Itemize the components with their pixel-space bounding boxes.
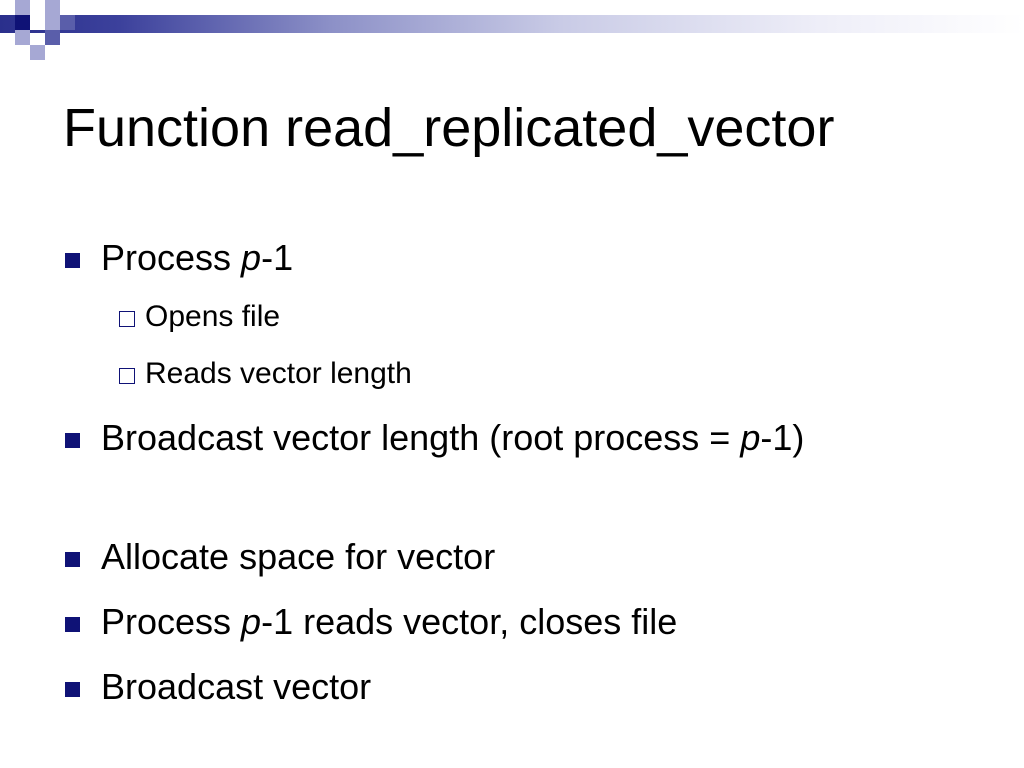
header-square [15,0,30,15]
filled-square-bullet-icon [65,617,80,632]
filled-square-bullet-icon [65,253,80,268]
header-square [30,45,45,60]
header-square [45,30,60,45]
filled-square-bullet-icon [65,552,80,567]
header-square [15,30,30,45]
sub-bullet-text: Opens file [145,300,281,333]
header-square [30,0,45,15]
header-square [0,0,15,15]
header-square [45,15,60,30]
hollow-square-bullet-icon [119,368,135,384]
header-gradient-bar [0,15,1024,33]
filled-square-bullet-icon [65,682,80,697]
bullet-text: Allocate space for vector [101,536,496,577]
header-square [45,0,60,15]
bullet-text: Process p-1 [101,237,294,278]
header-square [60,15,75,30]
bullet-text: Process p-1 reads vector, closes file [101,601,678,642]
filled-square-bullet-icon [65,433,80,448]
sub-bullet-text: Reads vector length [145,357,412,390]
header-square [15,15,30,30]
bullet-text: Broadcast vector length (root process = … [101,417,805,458]
hollow-square-bullet-icon [119,311,135,327]
slide-title: Function read_replicated_vector [63,98,835,158]
bullet-text: Broadcast vector [101,666,372,707]
header-square [30,15,45,30]
